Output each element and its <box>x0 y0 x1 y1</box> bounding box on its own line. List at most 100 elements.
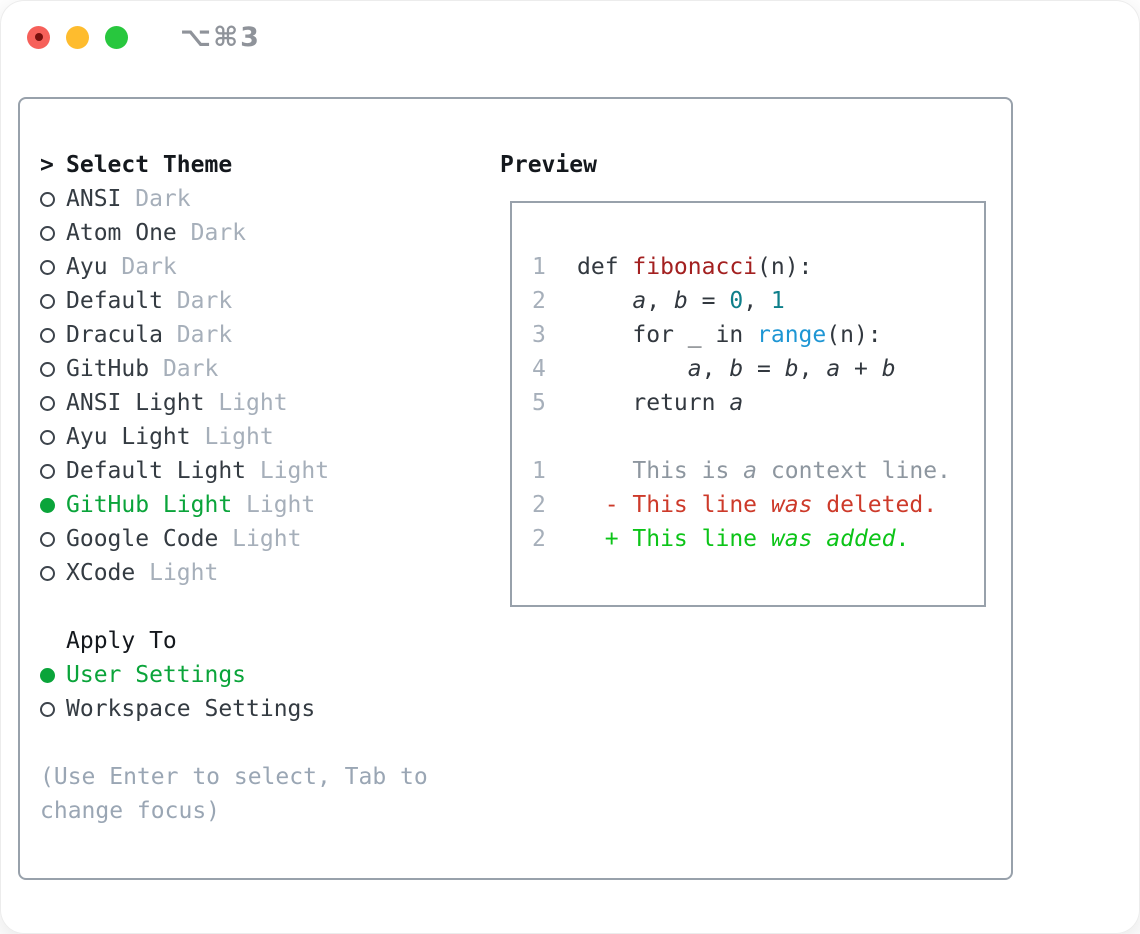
theme-option[interactable]: Atom One Dark <box>40 216 460 250</box>
code-token: for _ in <box>577 322 758 348</box>
radio-icon <box>40 327 55 343</box>
radio-icon <box>40 463 55 479</box>
apply-option[interactable]: User Settings <box>40 658 460 692</box>
spacer <box>40 590 460 624</box>
line-number: 1 <box>532 254 546 280</box>
radio-slot <box>40 429 66 445</box>
apply-to-header: Apply To <box>40 624 460 658</box>
radio-slot <box>40 327 66 343</box>
theme-variant: Dark <box>107 254 177 280</box>
code-content: def fibonacci(n): <box>577 250 812 284</box>
code-line: 3 for _ in range(n): <box>512 318 984 352</box>
code-token: - This line <box>577 492 771 518</box>
theme-variant: Dark <box>121 186 191 212</box>
code-token: a <box>826 356 841 382</box>
select-theme-header: > Select Theme <box>40 148 460 182</box>
code-line: 2 a, b = 0, 1 <box>512 284 984 318</box>
code-token: + <box>840 356 882 382</box>
radio-icon <box>40 225 55 241</box>
theme-name: Ayu Light <box>66 424 191 450</box>
code-token: , <box>646 288 674 314</box>
radio-slot <box>40 395 66 411</box>
code-token: a <box>729 390 744 416</box>
code-token: . <box>895 526 910 552</box>
apply-to-label: Apply To <box>66 628 177 654</box>
code-token: 1 <box>770 288 785 314</box>
apply-option[interactable]: Workspace Settings <box>40 692 460 726</box>
radio-slot <box>40 259 66 275</box>
zoom-button[interactable] <box>105 25 128 49</box>
theme-option[interactable]: GitHub Light Light <box>40 488 460 522</box>
theme-variant: Dark <box>162 288 233 314</box>
theme-option[interactable]: Ayu Dark <box>40 250 460 284</box>
radio-slot <box>40 293 66 309</box>
theme-option[interactable]: XCode Light <box>40 556 460 590</box>
theme-name: GitHub <box>66 356 150 382</box>
theme-variant: Light <box>204 390 288 416</box>
line-number <box>512 420 577 454</box>
radio-icon <box>40 565 55 581</box>
code-token: a <box>743 458 758 484</box>
code-token: = <box>743 356 785 382</box>
code-token: range <box>757 322 827 348</box>
radio-slot <box>40 191 66 207</box>
code-token: , <box>798 356 827 382</box>
theme-variant: Light <box>190 424 274 450</box>
theme-option[interactable]: Ayu Light Light <box>40 420 460 454</box>
theme-name: ANSI <box>66 186 122 212</box>
close-button[interactable] <box>27 25 50 49</box>
code-token: , <box>701 356 730 382</box>
radio-icon <box>40 191 55 207</box>
theme-option[interactable]: GitHub Dark <box>40 352 460 386</box>
theme-option[interactable]: Default Dark <box>40 284 460 318</box>
code-token: was <box>770 492 813 518</box>
code-token <box>577 356 688 382</box>
theme-variant: Light <box>232 492 316 518</box>
theme-option[interactable]: Default Light Light <box>40 454 460 488</box>
radio-icon <box>40 259 55 275</box>
minimize-button[interactable] <box>66 25 89 49</box>
code-line <box>512 420 984 454</box>
line-number: 1 <box>532 458 546 484</box>
code-token: fibonacci <box>632 254 758 280</box>
code-token: b <box>673 288 688 314</box>
theme-variant: Dark <box>162 322 233 348</box>
theme-option[interactable]: ANSI Dark <box>40 182 460 216</box>
code-token: context line. <box>757 458 951 484</box>
theme-variant: Light <box>218 526 302 552</box>
code-token: a <box>632 288 647 314</box>
code-token: deleted. <box>812 492 938 518</box>
apply-option-name: Workspace Settings <box>66 696 316 722</box>
line-number: 2 <box>532 526 546 552</box>
theme-option[interactable]: Google Code Light <box>40 522 460 556</box>
close-dot-icon <box>34 33 43 41</box>
radio-icon <box>40 701 55 717</box>
radio-icon <box>40 361 55 377</box>
code-line: 5 return a <box>512 386 984 420</box>
code-token: return <box>577 390 730 416</box>
window-title: ⌥⌘3 <box>180 21 261 53</box>
code-content: a, b = b, a + b <box>577 352 896 386</box>
theme-option[interactable]: Dracula Dark <box>40 318 460 352</box>
code-content: - This line was deleted. <box>577 488 937 522</box>
line-number: 2 <box>532 288 546 314</box>
theme-option[interactable]: ANSI Light Light <box>40 386 460 420</box>
code-content: + This line was added. <box>577 522 910 556</box>
radio-slot <box>40 565 66 581</box>
spacer <box>40 726 460 760</box>
code-token: (n): <box>757 254 813 280</box>
code-line: 2 + This line was added. <box>512 522 984 556</box>
code-content: return a <box>577 386 743 420</box>
code-content: This is a context line. <box>577 454 951 488</box>
hint-text: (Use Enter to select, Tab to change focu… <box>40 764 428 824</box>
code-token: added <box>826 526 896 552</box>
radio-slot <box>40 497 66 513</box>
apply-option-name: User Settings <box>66 662 247 688</box>
radio-icon <box>40 531 55 547</box>
line-number: 2 <box>532 492 546 518</box>
code-content: a, b = 0, 1 <box>577 284 785 318</box>
